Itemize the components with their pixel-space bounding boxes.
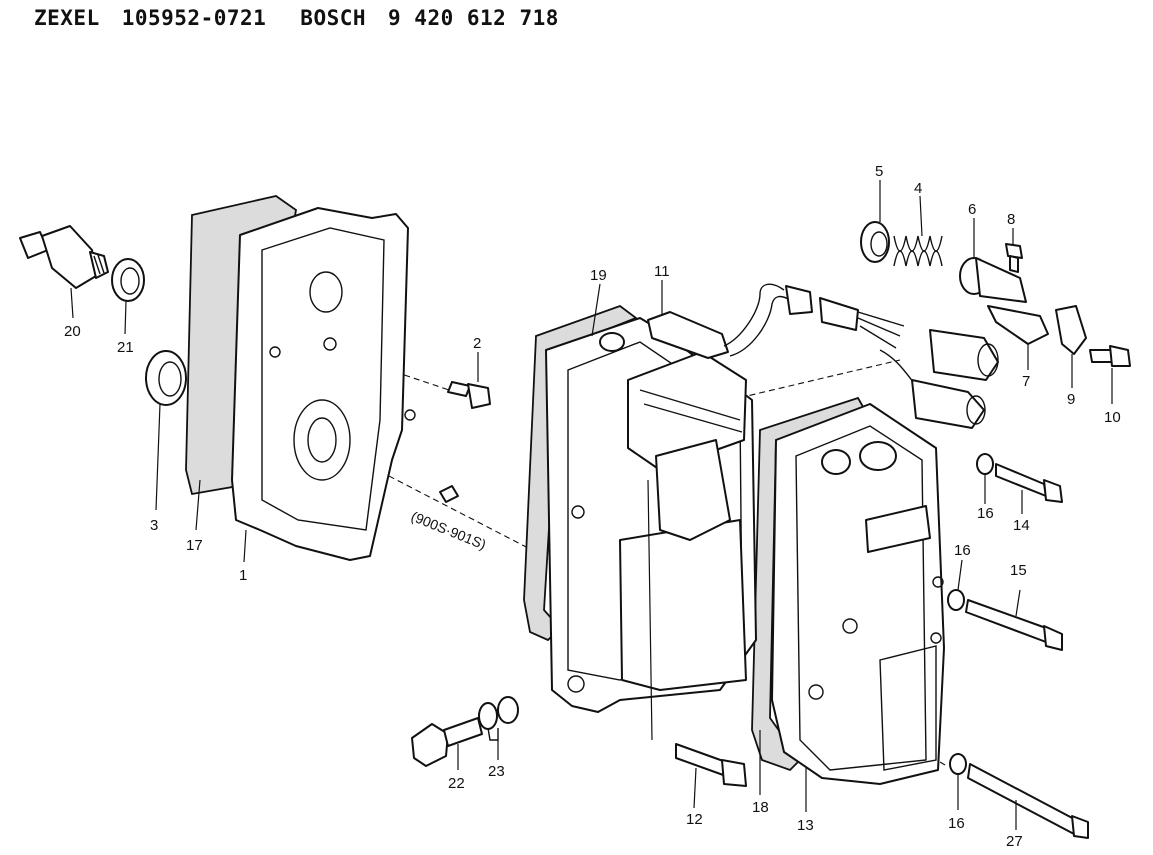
part-2-bolt — [447, 381, 491, 409]
bosch-reference: BOSCH 9 420 612 718 — [300, 6, 559, 30]
callout-21: 21 — [117, 339, 134, 356]
callout-19: 19 — [590, 267, 607, 284]
part-12-bolt — [675, 743, 747, 787]
part-6-plunger — [959, 257, 1027, 303]
brand-zexel: ZEXEL — [34, 6, 100, 30]
callout-17: 17 — [186, 537, 203, 554]
part-9-clip — [1055, 305, 1087, 355]
part-number-zexel: 105952-0721 — [121, 6, 267, 30]
callout-13: 13 — [797, 817, 814, 834]
part-8-screw — [1005, 243, 1023, 273]
part-16-washer-bottom — [949, 753, 967, 775]
leader-lines — [70, 180, 1113, 830]
callout-10: 10 — [1104, 409, 1121, 426]
part-27-bolt — [967, 763, 1089, 839]
key-pin — [439, 485, 459, 503]
callout-7: 7 — [1022, 373, 1030, 390]
diagram-header: ZEXEL 105952-0721 BOSCH 9 420 612 718 — [34, 6, 559, 30]
callout-15: 15 — [1010, 562, 1027, 579]
callout-23: 23 — [488, 763, 505, 780]
part-14-bolt — [995, 463, 1063, 503]
callout-5: 5 — [875, 163, 883, 180]
callout-4: 4 — [914, 180, 922, 197]
part-10-screw — [1089, 345, 1131, 367]
part-21-washer — [111, 258, 145, 302]
part-15-bolt — [965, 599, 1063, 651]
callout-9: 9 — [1067, 391, 1075, 408]
callout-20: 20 — [64, 323, 81, 340]
callout-16-top: 16 — [977, 505, 994, 522]
part-23-washer-set — [478, 696, 519, 741]
part-1-housing — [231, 207, 416, 561]
zexel-reference: ZEXEL 105952-0721 — [34, 6, 266, 30]
callout-1: 1 — [239, 567, 247, 584]
callout-16-bottom: 16 — [948, 815, 965, 832]
part-7-bracket — [987, 305, 1049, 345]
part-3-seal-ring — [145, 350, 187, 406]
callout-11: 11 — [654, 263, 670, 280]
assembly-axis-top — [729, 359, 901, 401]
callout-14: 14 — [1013, 517, 1030, 534]
part-number-bosch: 9 420 612 718 — [388, 6, 559, 30]
model-note: (900S·901S) — [409, 508, 489, 553]
callout-27: 27 — [1006, 833, 1023, 850]
callout-16-mid: 16 — [954, 542, 971, 559]
brand-bosch: BOSCH — [300, 6, 367, 30]
part-11-connector — [647, 283, 999, 429]
callout-2: 2 — [473, 335, 481, 352]
callout-22: 22 — [448, 775, 465, 792]
callout-18: 18 — [752, 799, 769, 816]
governor-housing — [545, 317, 757, 713]
part-5-ring — [860, 221, 890, 263]
callout-12: 12 — [686, 811, 703, 828]
part-20-sensor-plug — [19, 225, 109, 289]
callout-8: 8 — [1007, 211, 1015, 228]
part-22-bolt — [411, 717, 483, 767]
part-16-washer-top — [976, 453, 994, 475]
part-4-spring — [893, 235, 943, 267]
callout-3: 3 — [150, 517, 158, 534]
part-16-washer-mid — [947, 589, 965, 611]
part-13-cover — [771, 403, 945, 785]
callout-6: 6 — [968, 201, 976, 218]
